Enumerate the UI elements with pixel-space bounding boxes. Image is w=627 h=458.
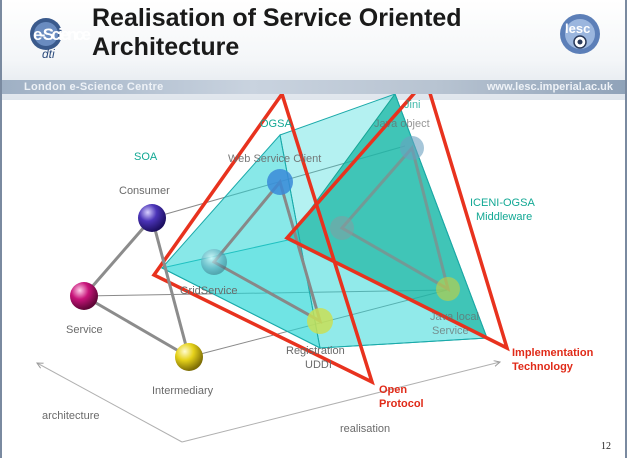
soa-diagram: SOA Consumer Service Intermediary archit…	[2, 94, 594, 443]
slide-title: Realisation of Service Oriented Architec…	[92, 4, 532, 62]
java-object-label: Java object	[374, 118, 430, 130]
service-label: Service	[66, 324, 103, 336]
gridservice-sphere	[201, 249, 227, 275]
iceni-service-sphere	[330, 216, 354, 240]
service-sphere	[70, 282, 98, 310]
title-line-2: Architecture	[92, 33, 240, 61]
escience-logo-mark: e-Science	[33, 25, 91, 44]
realisation-label: realisation	[340, 423, 390, 435]
page-number: 12	[601, 441, 611, 452]
intermediary-sphere	[175, 343, 203, 371]
banner-right-text: www.lesc.imperial.ac.uk	[486, 81, 613, 93]
soa-label: SOA	[134, 151, 158, 163]
implementation-line2: Technology	[512, 361, 574, 373]
consumer-label: Consumer	[119, 185, 170, 197]
realisation-axis	[181, 362, 500, 443]
uddi-label: UDDI	[305, 359, 332, 371]
soa-edge-consumer-service	[82, 217, 154, 297]
escience-logo: e-Science dti	[30, 18, 91, 61]
iceni-inner-triangle	[339, 144, 451, 293]
title-line-1: Realisation of Service Oriented	[92, 4, 462, 32]
consumer-sphere	[138, 204, 166, 232]
open-protocol-triangle	[151, 94, 375, 386]
ogsa-inner-triangle	[211, 178, 323, 325]
lesc-logo-mark: lesc	[565, 21, 590, 36]
dti-logo-text: dti	[42, 47, 55, 61]
java-object-sphere	[400, 136, 424, 160]
iceni-label-line1: ICENI-OGSA	[470, 197, 535, 209]
lesc-logo: lesc	[560, 14, 600, 54]
java-local-service-label: Service	[432, 325, 469, 337]
java-local-sphere	[436, 277, 460, 301]
architecture-axis	[37, 363, 183, 443]
registration-label: Registration	[286, 345, 345, 357]
ogsa-label: OGSA	[260, 118, 292, 130]
iceni-label-line2: Middleware	[476, 211, 532, 223]
open-protocol-line1: Open	[379, 384, 407, 396]
implementation-triangle	[284, 94, 510, 352]
banner-left-text: London e-Science Centre	[24, 81, 164, 93]
uddi-sphere	[307, 308, 333, 334]
architecture-label: architecture	[42, 410, 99, 422]
java-local-label: Java local	[430, 311, 479, 323]
banner-bar	[2, 80, 625, 94]
gridservice-label: GridService	[180, 285, 237, 297]
jini-label: Jini	[404, 99, 421, 111]
web-service-client-sphere	[267, 169, 293, 195]
soa-edge-consumer-intermediary	[150, 217, 191, 358]
open-protocol-line2: Protocol	[379, 398, 424, 410]
implementation-line1: Implementation	[512, 347, 594, 359]
intermediary-label: Intermediary	[152, 385, 214, 397]
web-service-client-label: Web Service Client	[228, 153, 321, 165]
soa-edge-service-intermediary	[83, 294, 190, 359]
